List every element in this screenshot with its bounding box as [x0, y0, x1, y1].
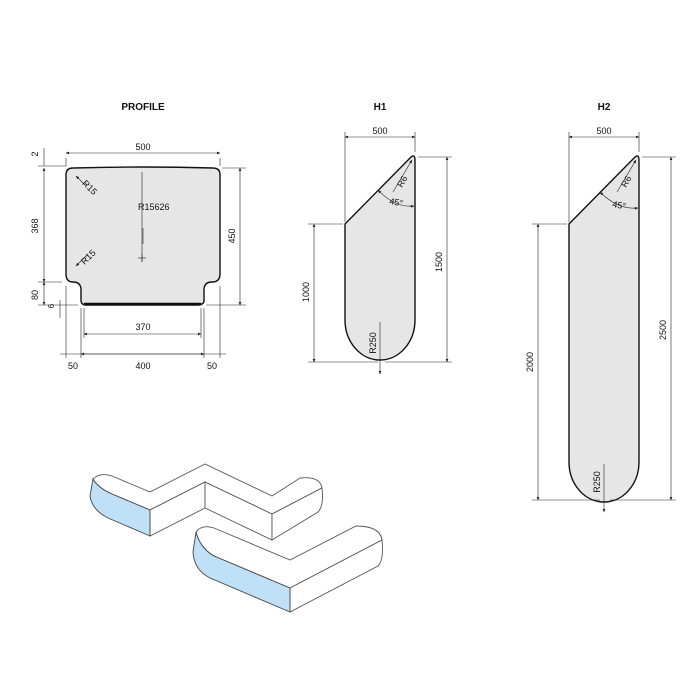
h2-r6-label: R6: [619, 174, 633, 189]
corner-front-face: [289, 539, 383, 613]
h2-angle-label: 45°: [612, 199, 628, 211]
profile-top-gap-label: 2: [30, 151, 40, 156]
h2-outline: [568, 155, 640, 503]
h1-title: H1: [374, 102, 387, 113]
h2-view: H2 500 R6 45° 2500 2000 R250: [525, 102, 676, 513]
h1-width-label: 500: [372, 126, 387, 136]
h2-width-label: 500: [596, 126, 611, 136]
h1-view: H1 500 R6 45° 1500 1000 R250: [301, 102, 452, 375]
profile-notch-left-label: 50: [68, 361, 78, 371]
h2-height-total-label: 2500: [658, 320, 668, 340]
h2-angle-arc: [599, 191, 639, 210]
h1-height-total-label: 1500: [434, 252, 444, 272]
zigzag-front-face-c: [271, 487, 323, 541]
profile-width-label: 500: [135, 142, 150, 152]
h1-angle-arc: [377, 189, 415, 208]
isometric-assembly-zigzag: [89, 463, 323, 541]
profile-r15-top-leader: [75, 175, 87, 187]
profile-radius-large-label: R15626: [138, 202, 170, 212]
h2-r250-label: R250: [592, 471, 602, 493]
profile-view: PROFILE R15626 R15 R15 500 368 80 2 6: [30, 102, 246, 371]
profile-bevel-label: 6: [47, 303, 56, 308]
h2-r6-leader: [616, 159, 637, 193]
profile-height-main-label: 368: [30, 218, 40, 233]
h2-height-straight-label: 2000: [525, 352, 535, 372]
h1-angle-label: 45°: [389, 196, 405, 208]
h1-height-straight-label: 1000: [301, 282, 311, 302]
h1-r250-label: R250: [368, 332, 378, 354]
isometric-assembly-corner: [192, 525, 383, 613]
profile-height-foot-label: 80: [30, 290, 40, 300]
h2-title: H2: [598, 102, 611, 113]
profile-title: PROFILE: [121, 102, 165, 113]
corner-end-face: [192, 531, 291, 613]
profile-height-total-label: 450: [227, 228, 237, 243]
profile-bottom-flat-label: 370: [135, 322, 150, 332]
profile-r15-bottom-leader: [75, 253, 89, 267]
profile-notch-right-label: 50: [207, 361, 217, 371]
h1-r6-label: R6: [395, 174, 409, 189]
profile-base-label: 400: [135, 361, 150, 371]
h1-r6-leader: [392, 159, 413, 193]
zigzag-end-face: [89, 477, 151, 537]
